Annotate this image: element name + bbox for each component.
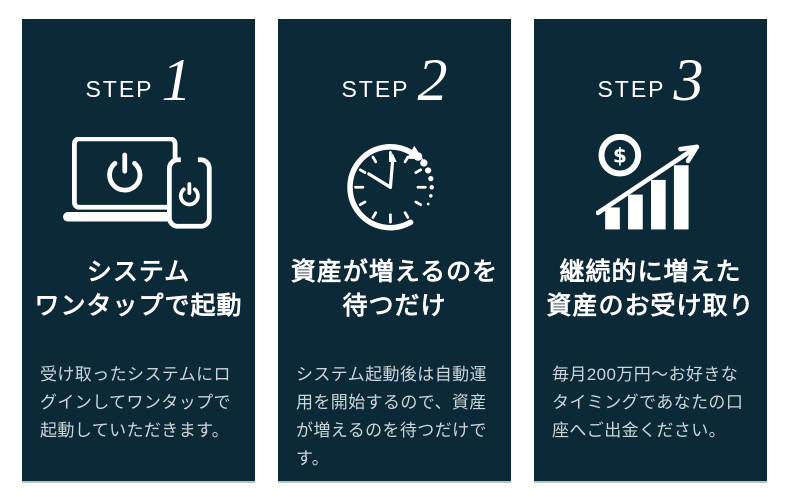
step-3-header: STEP 3 xyxy=(534,47,767,121)
step-1-heading-line1: システム xyxy=(86,258,191,286)
step-1-header: STEP 1 xyxy=(22,47,255,121)
steps-section: STEP 1 xyxy=(22,19,767,483)
laptop-phone-power-icon xyxy=(62,136,212,229)
step-card-1: STEP 1 xyxy=(22,19,255,483)
step-card-3: STEP 3 $ 継続的に増 xyxy=(534,19,767,483)
step-2-header: STEP 2 xyxy=(278,47,511,121)
step-3-icon-box: $ xyxy=(534,133,767,235)
step-2-icon-box xyxy=(278,133,511,235)
step-2-heading: 資産が増えるのを 待つだけ xyxy=(278,255,511,323)
step-3-description: 毎月200万円〜お好きなタイミングであなたの口座へご出金ください。 xyxy=(552,365,744,440)
dollar-sign: $ xyxy=(612,143,626,167)
step-3-heading-line1: 継続的に増えた xyxy=(559,258,742,286)
step-card-2: STEP 2 xyxy=(278,19,511,483)
step-3-number: 3 xyxy=(673,47,704,113)
step-1-description: 受け取ったシステムにログインしてワンタップで起動していただきます。 xyxy=(40,365,231,440)
step-2-label: STEP xyxy=(341,76,410,102)
step-2-heading-line1: 資産が増えるのを xyxy=(290,258,499,286)
step-3-heading-line2: 資産のお受け取り xyxy=(546,292,755,320)
money-growth-chart-icon: $ xyxy=(595,133,699,229)
step-1-number: 1 xyxy=(161,47,192,113)
step-2-number: 2 xyxy=(417,47,448,113)
step-1-label: STEP xyxy=(85,76,154,102)
step-2-heading-line2: 待つだけ xyxy=(342,292,447,320)
step-3-heading: 継続的に増えた 資産のお受け取り xyxy=(534,255,767,323)
step-1-heading-line2: ワンタップで起動 xyxy=(34,292,243,320)
step-1-icon-box xyxy=(22,133,255,235)
step-1-heading: システム ワンタップで起動 xyxy=(22,255,255,323)
step-3-label: STEP xyxy=(597,76,666,102)
step-2-description: システム起動後は自動運用を開始するので、資産が増えるのを待つだけです。 xyxy=(296,365,487,468)
clock-cycle-icon xyxy=(346,143,434,230)
